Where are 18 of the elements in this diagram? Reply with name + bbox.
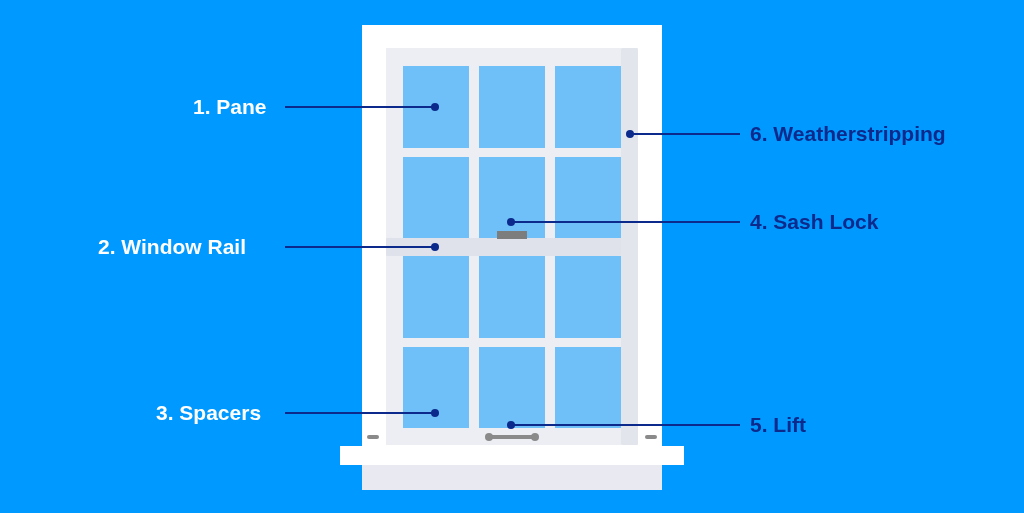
weatherstripping-strip — [621, 48, 638, 445]
leader-line — [507, 218, 741, 226]
part-label: 2. Window Rail — [98, 235, 246, 259]
leader-line — [626, 130, 741, 138]
glass-pane — [403, 347, 469, 428]
sash-lock — [497, 231, 527, 239]
glass-pane — [403, 66, 469, 148]
glass-pane — [479, 347, 545, 428]
leader-line — [284, 243, 439, 251]
part-label: 5. Lift — [750, 413, 806, 437]
window-rail — [386, 238, 621, 256]
part-label: 3. Spacers — [156, 401, 262, 425]
leader-line — [284, 409, 439, 417]
part-label: 1. Pane — [193, 95, 267, 119]
leader-line — [507, 421, 741, 429]
part-label: 6. Weatherstripping — [750, 122, 946, 146]
part-label: 4. Sash Lock — [750, 210, 879, 234]
leader-line — [284, 103, 439, 111]
